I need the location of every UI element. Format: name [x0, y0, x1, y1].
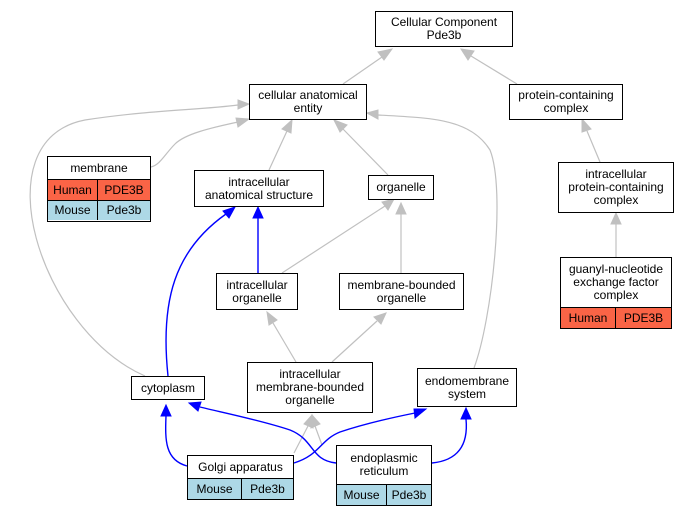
node-organelle[interactable]: organelle	[368, 175, 434, 200]
edge-cae-to-root	[342, 56, 383, 85]
node-intracellular-membrane-bounded-organelle[interactable]: intracellular membrane-bounded organelle	[247, 362, 373, 413]
edge-cytoplasm-to-ias	[165, 213, 227, 377]
arrowhead	[160, 403, 172, 417]
gene-symbol: Pde3b	[387, 485, 431, 505]
node-label: Golgi apparatus	[188, 456, 293, 479]
arrowhead	[237, 99, 251, 110]
node-label: endoplasmic reticulum	[337, 446, 431, 485]
node-intracellular-anatomical-structure[interactable]: intracellular anatomical structure	[194, 170, 324, 207]
node-membrane[interactable]: membrane Human PDE3B Mouse Pde3b	[47, 156, 151, 222]
species-human: Human	[48, 180, 98, 200]
arrowhead	[459, 48, 475, 61]
node-golgi-apparatus[interactable]: Golgi apparatus Mouse Pde3b	[187, 455, 294, 500]
node-endoplasmic-reticulum[interactable]: endoplasmic reticulum Mouse Pde3b	[336, 445, 432, 506]
node-membrane-bounded-organelle[interactable]: membrane-bounded organelle	[339, 273, 464, 310]
arrowhead	[413, 408, 428, 419]
edge-er-to-endosys	[431, 418, 468, 464]
gene-symbol: PDE3B	[616, 308, 671, 328]
species-mouse: Mouse	[188, 479, 242, 499]
node-protein-containing-complex[interactable]: protein-containing complex	[509, 84, 623, 120]
species-mouse: Mouse	[337, 485, 387, 505]
arrowhead	[381, 198, 395, 211]
arrowhead	[187, 401, 202, 412]
edge-ias-to-cae	[268, 130, 288, 171]
gene-symbol: Pde3b	[242, 479, 293, 499]
arrowhead	[373, 312, 387, 325]
node-cellular-anatomical-entity[interactable]: cellular anatomical entity	[249, 84, 367, 120]
edge-er-to-cytoplasm	[199, 406, 337, 464]
node-label: membrane	[48, 157, 150, 180]
arrowhead	[395, 201, 407, 215]
node-cytoplasm[interactable]: cytoplasm	[131, 376, 205, 400]
gene-symbol: Pde3b	[98, 201, 150, 220]
edge-imbo-to-io	[272, 322, 297, 363]
node-label: guanyl-nucleotide exchange factor comple…	[561, 258, 671, 308]
species-mouse: Mouse	[48, 201, 98, 220]
edge-ipcc-to-pcc	[586, 130, 601, 163]
arrowhead	[222, 206, 237, 219]
arrowhead	[310, 413, 321, 429]
annotation-row-mouse: Mouse Pde3b	[337, 485, 431, 505]
edge-pcc-to-root	[470, 55, 518, 85]
node-intracellular-protein-containing-complex[interactable]: intracellular protein-containing complex	[558, 162, 674, 213]
arrowhead	[235, 117, 251, 128]
edge-golgi-to-endosys	[293, 412, 416, 464]
node-guanyl-nucleotide-exchange-factor-complex[interactable]: guanyl-nucleotide exchange factor comple…	[560, 257, 672, 329]
species-human: Human	[561, 308, 616, 328]
node-intracellular-organelle[interactable]: intracellular organelle	[216, 273, 298, 310]
edge-organelle-to-cae	[342, 128, 389, 176]
edge-cytoplasm-to-cae	[29, 104, 239, 377]
edge-io-to-organelle	[281, 205, 386, 274]
annotation-row-mouse: Mouse Pde3b	[188, 479, 293, 499]
edge-er-to-imbo	[314, 425, 323, 446]
edge-imbo-to-mbo	[331, 320, 378, 363]
edge-golgi-to-cytoplasm	[165, 415, 188, 467]
arrowhead	[365, 109, 379, 120]
gene-symbol: PDE3B	[98, 180, 150, 200]
arrowhead	[266, 310, 278, 326]
node-cellular-component-root[interactable]: Cellular Component Pde3b	[375, 11, 513, 47]
node-endomembrane-system[interactable]: endomembrane system	[417, 368, 517, 407]
arrowhead	[377, 48, 394, 61]
annotation-row-human: Human PDE3B	[561, 308, 671, 328]
arrowhead	[581, 117, 592, 133]
arrowhead	[252, 205, 264, 219]
annotation-row-human: Human PDE3B	[48, 180, 150, 200]
arrowhead	[332, 119, 348, 133]
arrowhead	[460, 406, 472, 420]
arrowhead	[610, 211, 622, 225]
edge-golgi-to-imbo	[293, 425, 309, 454]
edge-endosys-to-cae	[377, 114, 498, 369]
annotation-row-mouse: Mouse Pde3b	[48, 200, 150, 220]
edge-membrane-to-cae	[150, 121, 239, 168]
arrowhead	[281, 118, 293, 134]
